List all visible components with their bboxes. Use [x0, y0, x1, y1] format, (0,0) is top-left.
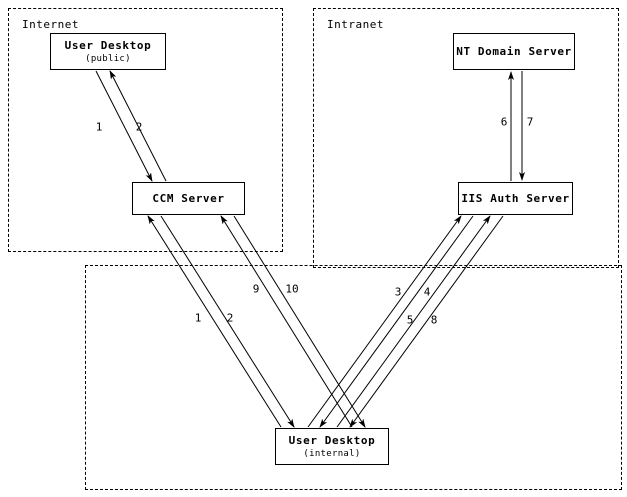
zone-internet	[8, 8, 283, 252]
edge-label-edge-3: 3	[394, 285, 402, 299]
edge-2-public-line	[109, 70, 167, 182]
edge-1-internal-line	[147, 215, 282, 428]
edge-2-internal-line	[160, 215, 295, 428]
edge-8-line	[349, 215, 504, 428]
edge-label-edge-5: 5	[406, 313, 414, 327]
edge-4-line	[319, 215, 474, 428]
edge-1-public-line	[95, 70, 153, 182]
node-nt-domain-server[interactable]: NT Domain Server	[453, 33, 575, 70]
zone-label-internet: Internet	[22, 18, 79, 31]
node-title-ccm-server: CCM Server	[152, 191, 225, 205]
node-user-desktop-internal[interactable]: User Desktop(internal)	[275, 428, 389, 465]
node-subtitle-user-desktop-public: (public)	[85, 53, 131, 64]
edge-label-edge-2-internal: 2	[226, 311, 234, 325]
edge-label-edge-4: 4	[423, 285, 431, 299]
edge-3-line	[307, 215, 462, 428]
node-user-desktop-public[interactable]: User Desktop(public)	[50, 33, 166, 70]
node-title-user-desktop-public: User Desktop	[64, 38, 152, 52]
node-iis-auth-server[interactable]: IIS Auth Server	[458, 182, 573, 215]
edge-label-edge-7: 7	[526, 115, 534, 129]
edge-10-line	[233, 215, 366, 428]
node-title-iis-auth-server: IIS Auth Server	[461, 191, 570, 205]
edge-label-edge-9: 9	[252, 282, 260, 296]
edge-label-edge-6: 6	[500, 115, 508, 129]
edge-label-edge-1-internal: 1	[194, 311, 202, 325]
node-subtitle-user-desktop-internal: (internal)	[303, 448, 361, 459]
zone-internal	[85, 265, 622, 490]
edge-label-edge-8: 8	[430, 313, 438, 327]
edge-9-line	[220, 215, 353, 428]
edge-label-edge-1-public: 1	[95, 120, 103, 134]
edge-label-edge-10: 10	[285, 282, 299, 296]
zone-label-intranet: Intranet	[327, 18, 384, 31]
node-title-nt-domain-server: NT Domain Server	[456, 44, 572, 58]
edge-5-line	[336, 215, 491, 428]
node-title-user-desktop-internal: User Desktop	[288, 433, 376, 447]
edge-label-edge-2-public: 2	[135, 120, 143, 134]
node-ccm-server[interactable]: CCM Server	[132, 182, 245, 215]
